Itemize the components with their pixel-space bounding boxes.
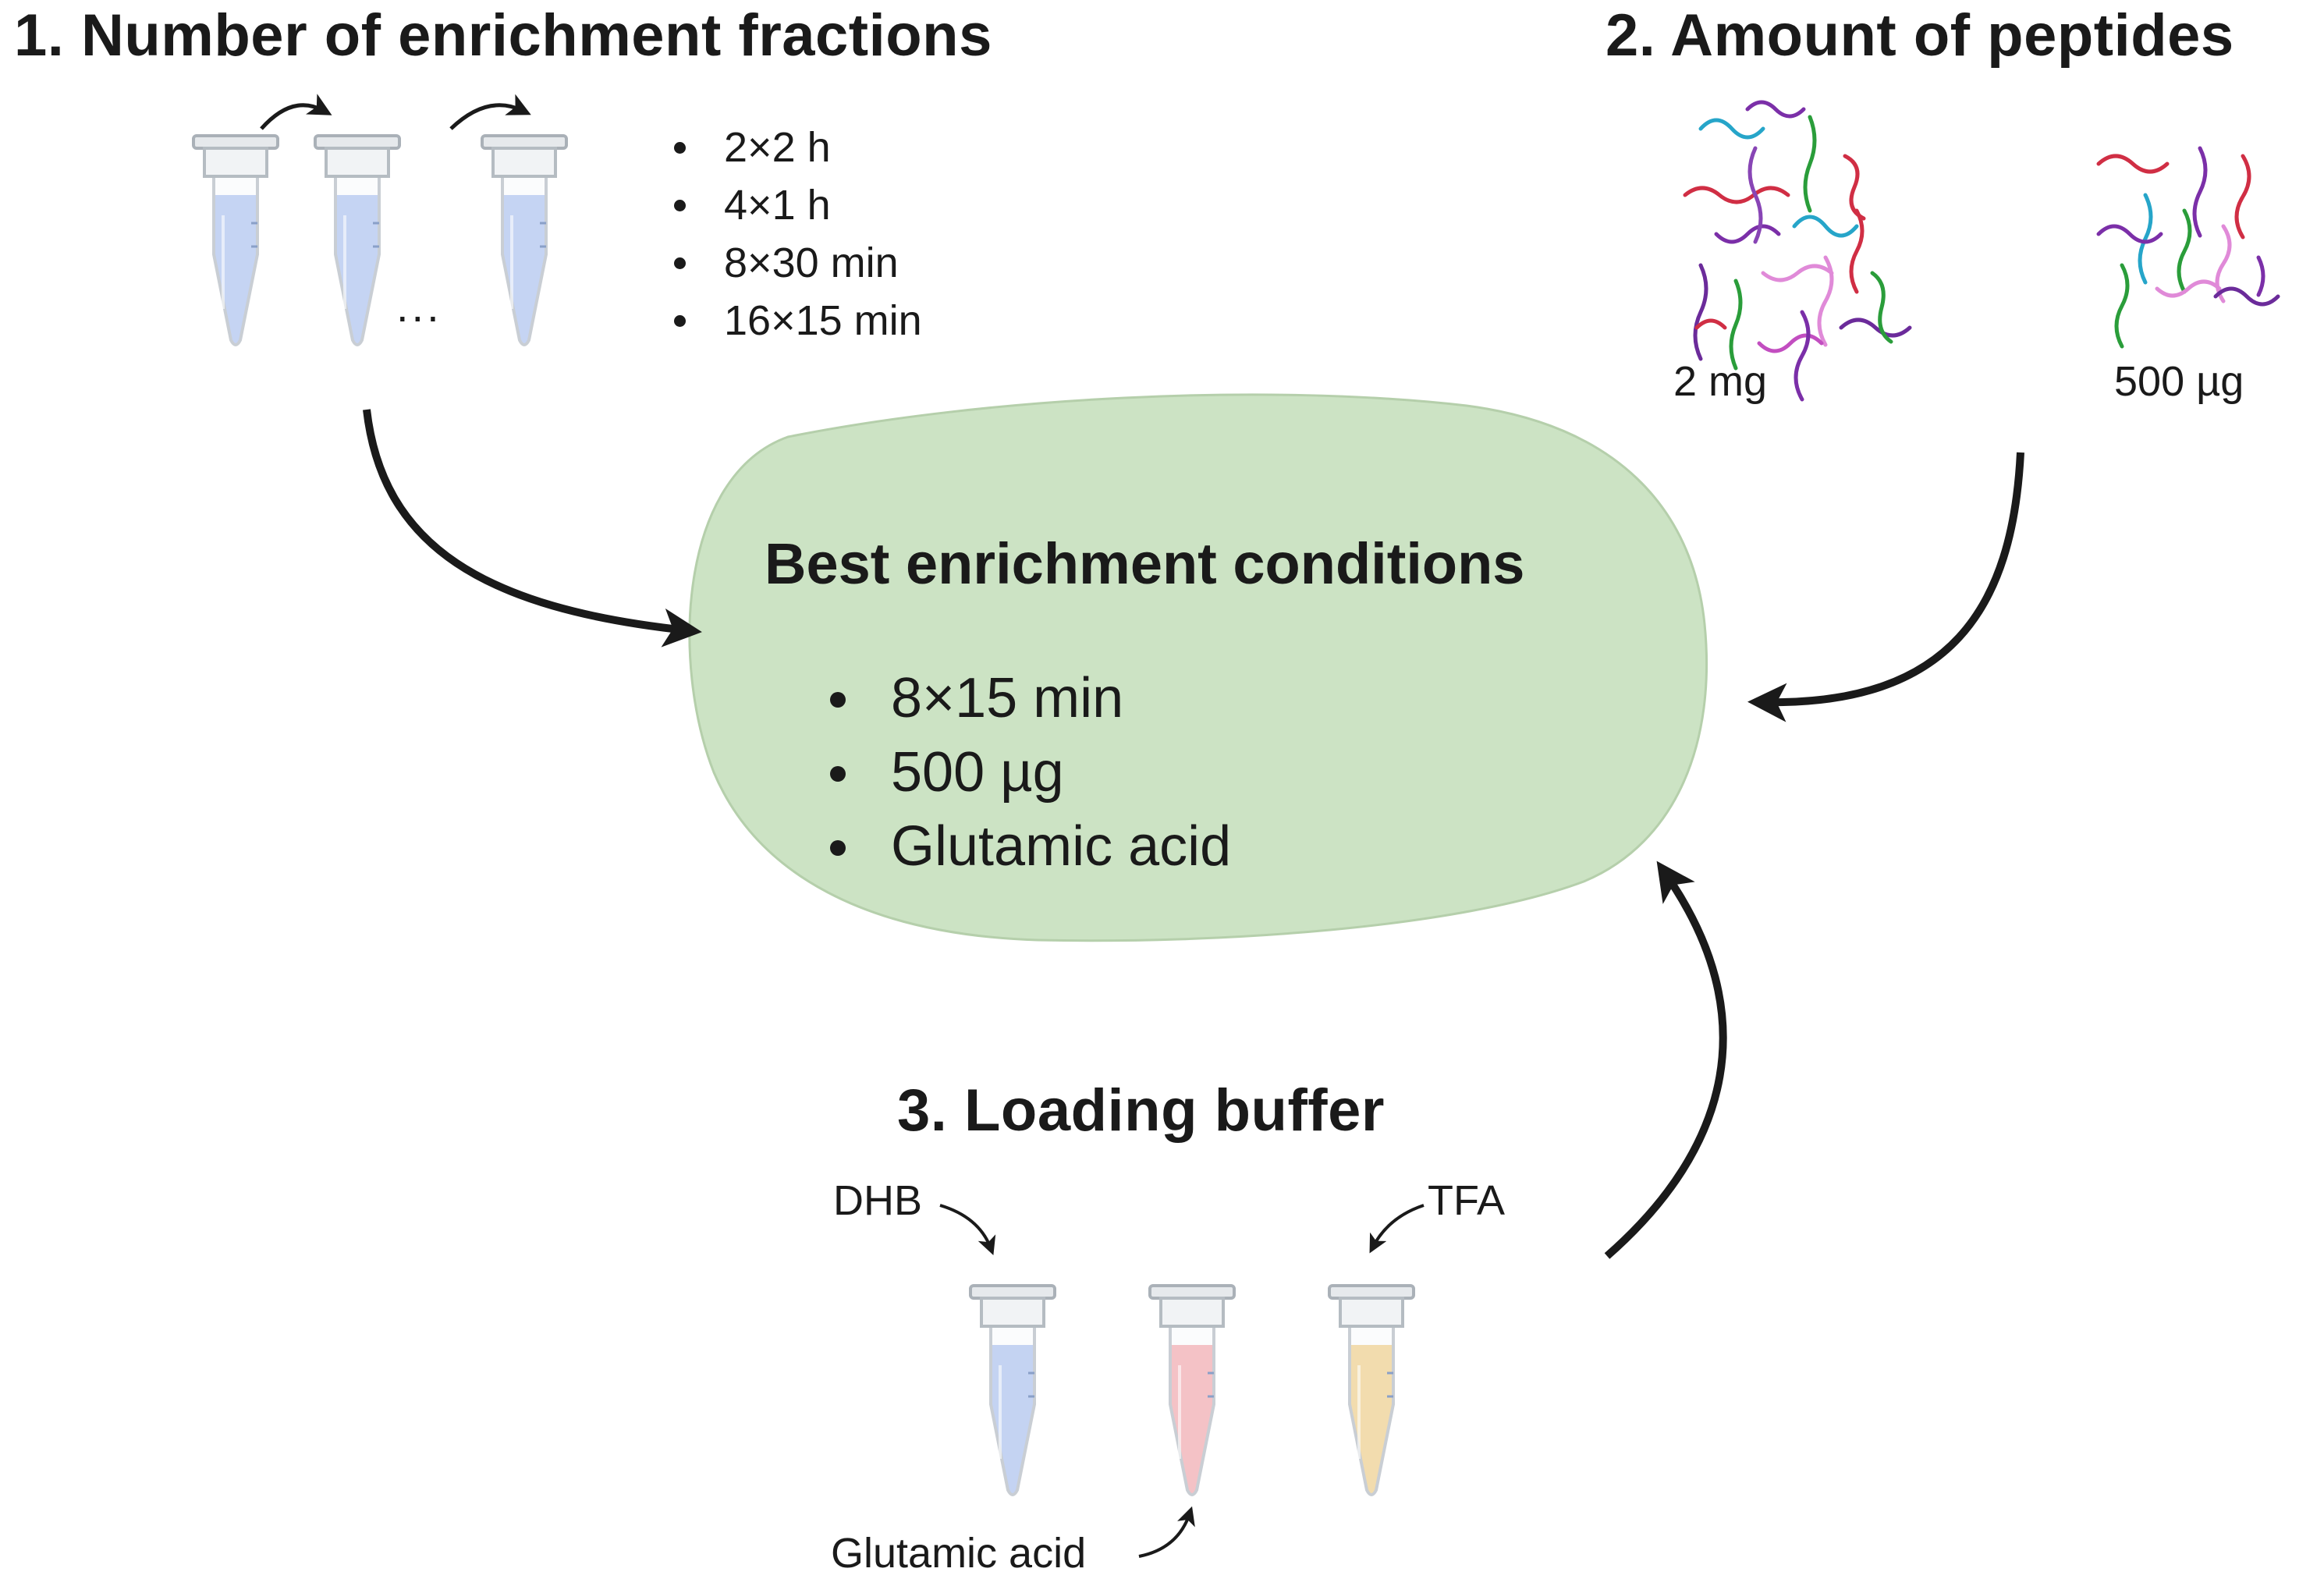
fraction-arrow-2-icon (449, 94, 531, 130)
section1-title: 1. Number of enrichment fractions (14, 2, 992, 69)
tfa-tube-icon (1328, 1284, 1415, 1496)
fraction-tube-3-icon (481, 134, 568, 346)
peptides-500ug-icon (2096, 146, 2280, 349)
list-item: 8×30 min (671, 234, 922, 292)
glutamic-acid-tube-icon (1148, 1284, 1236, 1496)
glutamic-arrow-icon (1138, 1506, 1195, 1558)
peptides-2mg-icon (1683, 100, 1912, 402)
list-item: 16×15 min (671, 292, 922, 350)
arrow-from-fractions (363, 409, 702, 648)
list-item: 2×2 h (671, 119, 922, 176)
amount-label-2mg: 2 mg (1673, 358, 1768, 405)
section3-title: 3. Loading buffer (897, 1077, 1385, 1144)
arrow-from-buffer (1604, 860, 1727, 1259)
list-item: Glutamic acid (827, 810, 1231, 884)
list-item: 8×15 min (827, 662, 1231, 736)
amount-label-500ug: 500 µg (2114, 358, 2244, 405)
dhb-tube-icon (969, 1284, 1056, 1496)
tfa-arrow-icon (1369, 1204, 1425, 1254)
glutamic-acid-label: Glutamic acid (831, 1530, 1087, 1577)
conditions-title: Best enrichment conditions (765, 531, 1525, 596)
list-item: 4×1 h (671, 176, 922, 234)
arrow-from-peptides (1747, 452, 2024, 722)
dhb-label: DHB (833, 1177, 923, 1224)
fractions-list: 2×2 h 4×1 h 8×30 min 16×15 min (671, 119, 922, 350)
conditions-list: 8×15 min 500 µg Glutamic acid (827, 662, 1231, 884)
conditions-blob (688, 393, 1708, 942)
fraction-tube-2-icon (314, 134, 401, 346)
list-item: 500 µg (827, 736, 1231, 810)
fractions-ellipsis: ... (396, 282, 442, 331)
fraction-arrow-1-icon (260, 94, 332, 130)
section2-title: 2. Amount of peptides (1606, 2, 2234, 69)
tfa-label: TFA (1428, 1177, 1506, 1224)
dhb-arrow-icon (939, 1204, 996, 1255)
fraction-tube-1-icon (192, 134, 279, 346)
